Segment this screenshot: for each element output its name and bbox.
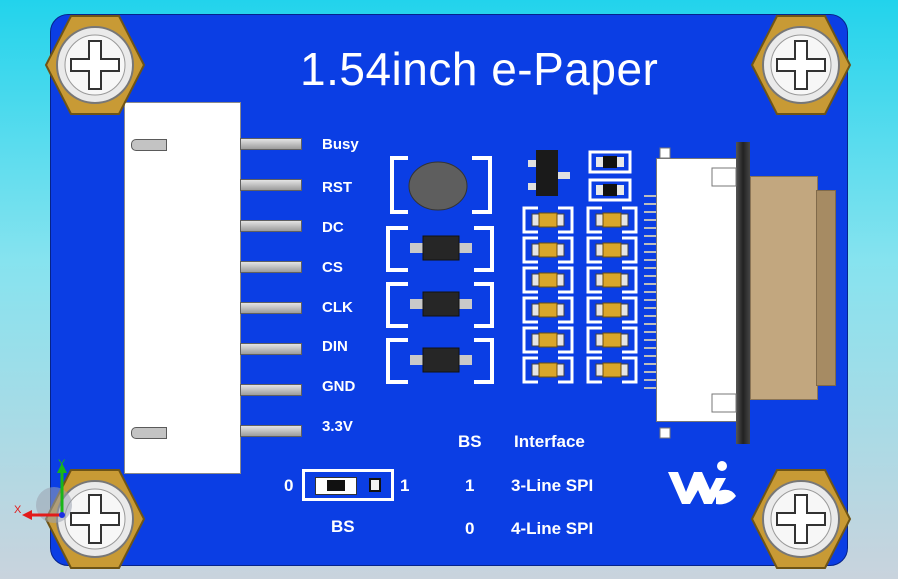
- pin-label-3v3: 3.3V: [322, 418, 353, 435]
- header-pin: [240, 138, 302, 150]
- switch-right-value: 1: [400, 476, 410, 495]
- capacitor-pad-frame: [586, 356, 638, 384]
- capacitor-pad-frame: [522, 356, 574, 384]
- capacitor-pad-frame: [522, 296, 574, 324]
- inductor-core: [408, 161, 468, 211]
- pin-label-clk: CLK: [322, 299, 353, 316]
- header-pin: [240, 179, 302, 191]
- pin-label-gnd: GND: [322, 378, 356, 395]
- capacitor-pad-frame: [586, 266, 638, 294]
- bs-switch[interactable]: [302, 469, 394, 501]
- capacitor-pad-frame: [522, 266, 574, 294]
- axis-y-label: Y: [58, 458, 66, 470]
- capacitor-core: [602, 242, 622, 258]
- capacitor-core: [602, 212, 622, 228]
- axis-x-label: X: [14, 504, 22, 516]
- capacitor-core: [538, 212, 558, 228]
- table-row-bs: 1: [465, 476, 475, 495]
- capacitor-core: [538, 362, 558, 378]
- header-pin: [240, 302, 302, 314]
- capacitor-pad-frame: [586, 326, 638, 354]
- capacitor-pad-frame: [522, 236, 574, 264]
- waveshare-logo: [668, 461, 736, 505]
- diode: [386, 282, 494, 328]
- header-pin: [240, 220, 302, 232]
- table-row-interface: 3-Line SPI: [511, 476, 594, 495]
- table-row-bs: 0: [465, 519, 475, 538]
- inductor: [390, 156, 492, 214]
- capacitor-core: [602, 362, 622, 378]
- diode: [386, 226, 494, 272]
- mounting-screw-icon: [44, 15, 146, 115]
- table-row-interface: 4-Line SPI: [511, 519, 594, 538]
- capacitor-array: [522, 206, 638, 384]
- small-resistor: [588, 150, 632, 174]
- table-header-interface: Interface: [514, 432, 585, 451]
- pin-header-connector: [124, 102, 241, 474]
- capacitor-core: [538, 272, 558, 288]
- bs-switch-pad: [369, 478, 381, 492]
- capacitor-pad-frame: [522, 326, 574, 354]
- transistor: [528, 150, 570, 196]
- pin-label-dc: DC: [322, 219, 344, 236]
- ffc-cable: [750, 176, 818, 400]
- axis-triad-icon[interactable]: Y X: [14, 455, 84, 535]
- table-header-bs: BS: [458, 432, 482, 451]
- capacitor-core: [538, 332, 558, 348]
- capacitor-core: [538, 302, 558, 318]
- mounting-screw-icon: [44, 469, 146, 569]
- header-pin: [240, 343, 302, 355]
- ffc-lock-bar: [736, 142, 750, 444]
- capacitor-core: [602, 302, 622, 318]
- switch-left-value: 0: [284, 476, 294, 495]
- pin-label-busy: Busy: [322, 136, 359, 153]
- pin-label-din: DIN: [322, 338, 348, 355]
- header-pin: [240, 261, 302, 273]
- capacitor-core: [538, 242, 558, 258]
- board-title: 1.54inch e-Paper: [300, 43, 659, 95]
- capacitor-core: [602, 272, 622, 288]
- mounting-screw-icon: [750, 15, 852, 115]
- diode: [386, 338, 494, 384]
- pin-label-cs: CS: [322, 259, 343, 276]
- connector-latch: [131, 427, 167, 439]
- switch-label: BS: [331, 517, 355, 536]
- mounting-screw-icon: [750, 469, 852, 569]
- ffc-cable-end: [816, 190, 836, 386]
- capacitor-pad-frame: [586, 296, 638, 324]
- header-pin: [240, 384, 302, 396]
- pin-label-rst: RST: [322, 179, 352, 196]
- ffc-connector: [656, 158, 738, 422]
- connector-latch: [131, 139, 167, 151]
- capacitor-pad-frame: [522, 206, 574, 234]
- header-pin: [240, 425, 302, 437]
- capacitor-pad-frame: [586, 236, 638, 264]
- capacitor-pad-frame: [586, 206, 638, 234]
- small-resistor: [588, 178, 632, 202]
- bs-switch-knob[interactable]: [315, 477, 357, 495]
- capacitor-core: [602, 332, 622, 348]
